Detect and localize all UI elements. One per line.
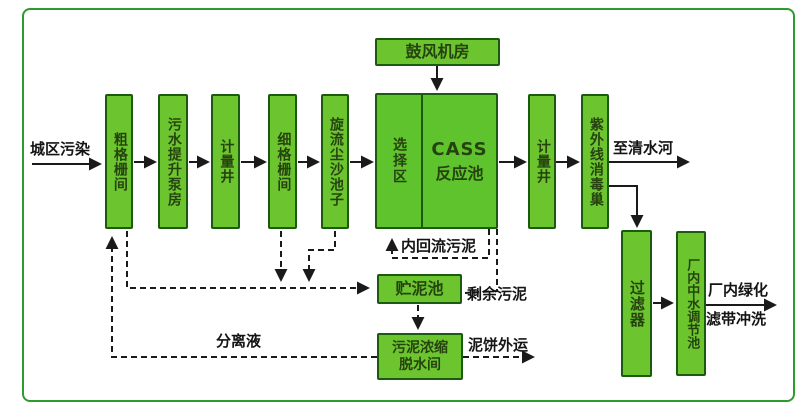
node-reuse-water-regulating-pool: 厂内中水调节池 <box>676 231 706 376</box>
label-internal-return-sludge: 内回流污泥 <box>401 237 477 255</box>
dewatering-line1: 污泥浓缩 <box>392 339 448 356</box>
node-metering-well-1: 计量井 <box>211 94 240 229</box>
node-sludge-dewatering-room: 污泥浓缩 脱水间 <box>377 333 463 380</box>
node-blower-room: 鼓风机房 <box>375 38 500 66</box>
label-separated-liquid: 分离液 <box>216 332 262 350</box>
node-coarse-screen-room: 粗格栅间 <box>105 94 133 229</box>
node-metering-well-2: 计量井 <box>528 94 556 229</box>
node-cass-label: CASS 反应池 <box>421 95 496 227</box>
label-inflow: 城区污染 <box>30 140 91 158</box>
node-cyclone-grit-chamber: 旋流尘沙池子 <box>321 94 349 229</box>
node-uv-disinfection-channel: 紫外线消毒巢 <box>581 94 609 229</box>
cass-title: CASS <box>431 138 488 160</box>
node-selector-zone: 选择区 <box>391 137 407 185</box>
dewatering-line2: 脱水间 <box>399 356 441 373</box>
label-sludge-cake-out: 泥饼外运 <box>468 336 529 354</box>
label-reuse-line2: 滤带冲洗 <box>706 310 767 328</box>
label-excess-sludge: 剩余污泥 <box>467 285 528 303</box>
label-to-river: 至清水河 <box>613 139 674 157</box>
node-sewage-lift-pump-house: 污水提升泵房 <box>158 94 188 229</box>
cass-subtitle: 反应池 <box>435 163 484 183</box>
node-filter: 过滤器 <box>621 230 652 377</box>
node-cass-reactor: 选择区 CASS 反应池 <box>375 93 498 229</box>
node-sludge-storage-tank: 贮泥池 <box>377 274 462 304</box>
node-fine-screen-room: 细格栅间 <box>268 94 297 229</box>
label-reuse-line1: 厂内绿化 <box>708 281 769 299</box>
